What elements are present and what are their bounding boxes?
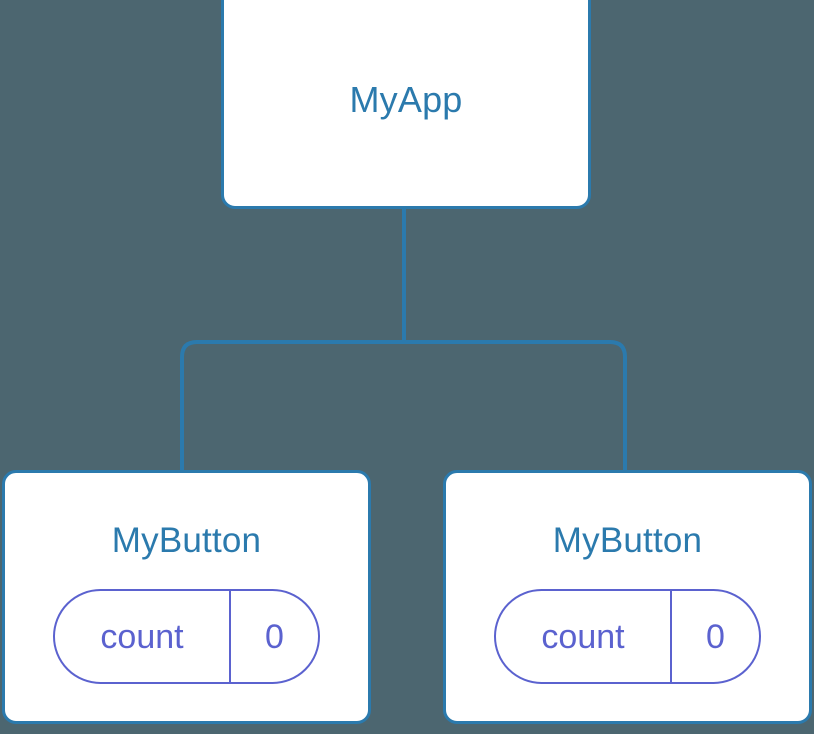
node-mybutton-1-label: MyButton bbox=[111, 521, 262, 560]
state-pill-value-1: 0 bbox=[265, 617, 284, 656]
state-pill-key-2: count bbox=[496, 591, 672, 682]
state-pill-count-1[interactable]: count 0 bbox=[53, 589, 320, 684]
node-myapp[interactable]: MyApp bbox=[221, 0, 591, 209]
state-pill-value-2: 0 bbox=[706, 617, 725, 656]
node-mybutton-2[interactable]: MyButton count 0 bbox=[443, 470, 812, 724]
state-pill-key-1: count bbox=[55, 591, 231, 682]
node-mybutton-1[interactable]: MyButton count 0 bbox=[2, 470, 371, 724]
edge-to-child-right bbox=[404, 340, 627, 472]
node-myapp-label: MyApp bbox=[349, 78, 463, 120]
state-pill-count-2[interactable]: count 0 bbox=[494, 589, 761, 684]
node-mybutton-2-label: MyButton bbox=[552, 521, 703, 560]
edge-to-child-left bbox=[180, 340, 404, 472]
